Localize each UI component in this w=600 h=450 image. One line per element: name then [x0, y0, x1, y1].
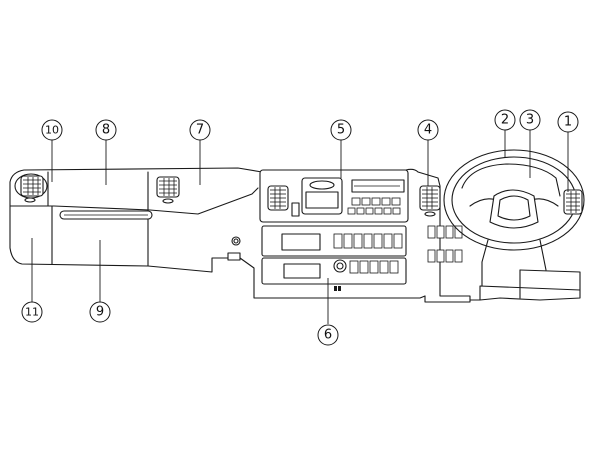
callout-3: 3: [519, 109, 541, 131]
callout-11-label: 11: [25, 306, 39, 319]
callout-3-label: 3: [526, 113, 534, 128]
right-switch-panel: [427, 225, 463, 263]
callout-9: 9: [89, 301, 111, 323]
steering-wheel: [443, 149, 585, 271]
callout-6: 6: [317, 324, 339, 346]
callout-10-label: 10: [45, 124, 59, 137]
glovebox-handle: [59, 210, 153, 220]
callout-4: 4: [417, 119, 439, 141]
lower-knob: [227, 236, 241, 261]
callout-4-label: 4: [424, 123, 432, 138]
callout-5: 5: [330, 119, 352, 141]
callout-11: 11: [21, 301, 43, 323]
callout-7: 7: [189, 119, 211, 141]
callout-5-label: 5: [337, 123, 345, 138]
callout-1: 1: [557, 111, 579, 133]
leader-lines: [31, 130, 569, 324]
callout-6-label: 6: [324, 328, 332, 343]
callout-2-label: 2: [501, 113, 509, 128]
callout-9-label: 9: [96, 305, 104, 320]
right-side-vent: [563, 189, 583, 215]
center-left-vent: [156, 176, 180, 204]
callout-8: 8: [95, 119, 117, 141]
right-center-vent: [419, 185, 441, 217]
callout-8-label: 8: [102, 123, 110, 138]
callout-2: 2: [494, 109, 516, 131]
callout-10: 10: [41, 119, 63, 141]
callout-7-label: 7: [196, 123, 204, 138]
callout-1-label: 1: [564, 115, 572, 130]
center-stack: [259, 169, 409, 291]
left-side-vent: [14, 173, 48, 203]
